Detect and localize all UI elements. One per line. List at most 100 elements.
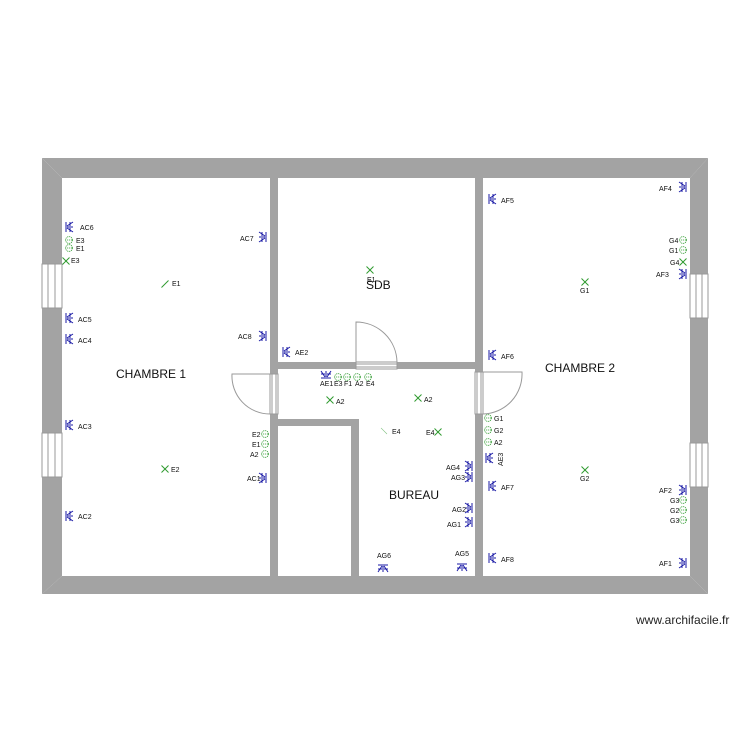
symbol-label: G2 <box>670 508 679 515</box>
network-socket-icon <box>282 346 291 358</box>
network-socket-icon <box>464 471 473 483</box>
power-outlet-icon <box>260 450 270 458</box>
power-outlet-icon <box>64 244 74 252</box>
door-chambre2 <box>474 371 523 415</box>
symbol-label: AE2 <box>295 350 308 357</box>
symbol-label: AF7 <box>501 485 514 492</box>
network-socket-icon <box>65 221 74 233</box>
network-socket-icon <box>320 370 332 379</box>
power-outlet-icon <box>678 246 688 254</box>
network-socket-icon <box>678 181 687 193</box>
symbol-label: AC7 <box>240 236 254 243</box>
symbol-label: E2 <box>252 432 261 439</box>
room-label-sdb: SDB <box>366 278 391 292</box>
network-socket-icon <box>678 557 687 569</box>
light-point-icon <box>62 257 70 265</box>
wall-bureau-ch2 <box>475 414 483 576</box>
wall-ch1-sdb <box>270 178 278 374</box>
power-outlet-icon <box>342 373 352 381</box>
network-socket-icon <box>464 516 473 528</box>
network-socket-icon <box>464 460 473 472</box>
power-outlet-icon <box>260 440 270 448</box>
light-point-icon <box>581 466 589 474</box>
symbol-label: AF5 <box>501 198 514 205</box>
network-socket-icon <box>456 563 468 572</box>
power-outlet-icon <box>363 373 373 381</box>
symbol-label: AG6 <box>377 553 391 560</box>
network-socket-icon <box>485 452 494 464</box>
watermark-link[interactable]: www.archifacile.fr <box>636 613 730 627</box>
doors <box>231 321 523 415</box>
network-socket-icon <box>488 193 497 205</box>
symbol-label: G1 <box>494 416 503 423</box>
power-outlet-icon <box>260 430 270 438</box>
symbol-label: E4 <box>392 429 401 436</box>
symbol-label: A2 <box>494 440 503 447</box>
symbol-label: AC4 <box>78 338 92 345</box>
power-outlet-icon <box>64 236 74 244</box>
symbol-label: AF1 <box>659 561 672 568</box>
chambre1-symbols: AC6 E3 E1 E3 E1 AC5 AC4 AC3 E2 AC2 AC7 A… <box>62 221 270 522</box>
symbol-label: AC6 <box>80 225 94 232</box>
symbol-label: G1 <box>669 248 678 255</box>
symbol-label: E2 <box>171 467 180 474</box>
symbol-label: A2 <box>250 452 259 459</box>
windows <box>41 263 709 488</box>
network-socket-icon <box>65 510 74 522</box>
symbol-label: AC8 <box>238 334 252 341</box>
network-socket-icon <box>488 349 497 361</box>
symbol-label: G2 <box>494 428 503 435</box>
power-outlet-icon <box>483 414 493 422</box>
power-outlet-icon <box>352 373 362 381</box>
symbol-label: AG1 <box>447 522 461 529</box>
door-sdb <box>355 321 398 370</box>
network-socket-icon <box>258 330 267 342</box>
symbol-label: G3 <box>670 518 679 525</box>
window-right-lower <box>689 442 709 488</box>
light-point-icon <box>434 428 442 436</box>
light-point-icon <box>326 396 334 404</box>
network-socket-icon <box>65 333 74 345</box>
symbol-label: AC1 <box>247 476 261 483</box>
symbol-label: E4 <box>426 430 435 437</box>
switch-icon <box>161 280 169 288</box>
window-left-lower <box>41 432 63 478</box>
symbol-label: E3 <box>334 381 343 388</box>
light-point-icon <box>414 394 422 402</box>
wall-sdb-bottom-left <box>278 362 356 369</box>
power-outlet-icon <box>678 236 688 244</box>
bureau-symbols: E4 E4 G1 G2 A2 AE3 AG4 AG3 AG2 AG1 AG6 A… <box>377 414 505 573</box>
symbol-label: G1 <box>580 288 589 295</box>
wall-closet-side <box>351 419 359 576</box>
power-outlet-icon <box>678 516 688 524</box>
power-outlet-icon <box>678 506 688 514</box>
network-socket-icon <box>65 312 74 324</box>
symbol-label: AG5 <box>455 551 469 558</box>
door-chambre1 <box>231 373 279 415</box>
symbol-label: AC2 <box>78 514 92 521</box>
power-outlet-icon <box>333 373 343 381</box>
symbol-label: AF6 <box>501 354 514 361</box>
network-socket-icon <box>464 502 473 514</box>
network-socket-icon <box>258 231 267 243</box>
symbol-label: G2 <box>580 476 589 483</box>
symbol-label: E3 <box>71 258 80 265</box>
room-label-chambre-2: CHAMBRE 2 <box>545 361 615 375</box>
light-point-icon <box>581 278 589 286</box>
symbol-label: AE3 <box>498 453 505 466</box>
light-point-icon <box>679 258 687 266</box>
room-label-chambre-1: CHAMBRE 1 <box>116 367 186 381</box>
wall-bottom <box>42 576 708 594</box>
symbol-label: E1 <box>76 246 85 253</box>
symbol-label: G4 <box>670 260 679 267</box>
symbol-label: AC5 <box>78 317 92 324</box>
symbol-label: AF8 <box>501 557 514 564</box>
wall-left <box>42 158 62 594</box>
symbol-label: AG4 <box>446 465 460 472</box>
wall-ch1-corridor <box>270 414 278 576</box>
network-socket-icon <box>678 268 687 280</box>
symbol-label: A2 <box>355 381 364 388</box>
network-socket-icon <box>65 419 74 431</box>
wall-top <box>42 158 708 178</box>
switch-icon <box>380 427 388 435</box>
